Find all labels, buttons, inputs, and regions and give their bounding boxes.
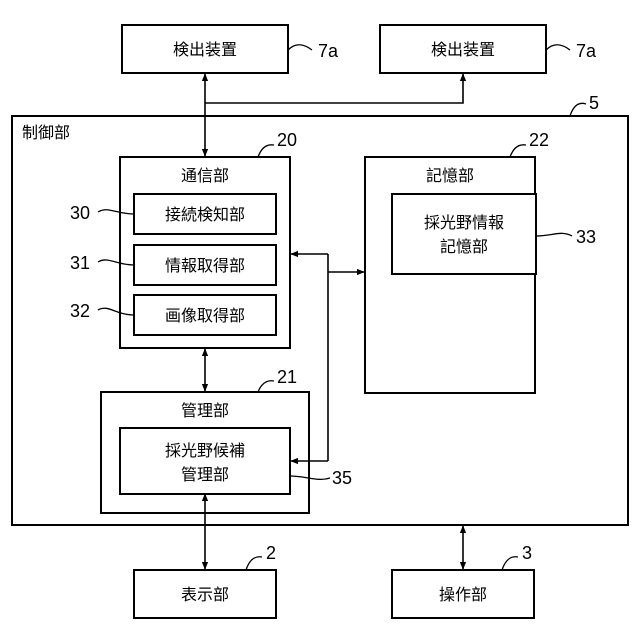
detector-right-label: 検出装置 bbox=[431, 40, 495, 59]
display-unit-ref: 2 bbox=[266, 543, 276, 563]
conn-detect-ref: 30 bbox=[70, 203, 90, 223]
display-unit-label: 表示部 bbox=[181, 585, 229, 604]
fov-info-storage-label-line2: 記憶部 bbox=[440, 237, 488, 256]
info-acquire-label: 情報取得部 bbox=[165, 256, 245, 275]
display-unit-leader bbox=[246, 557, 262, 570]
fov-candidate-mgmt-label-line1: 採光野候補 bbox=[165, 441, 245, 460]
detector-right-ref: 7a bbox=[576, 41, 597, 61]
image-acquire-label: 画像取得部 bbox=[165, 306, 245, 325]
storage-unit-ref: 22 bbox=[529, 130, 549, 150]
operation-unit-label: 操作部 bbox=[439, 585, 487, 604]
conn-detect-label: 接続検知部 bbox=[165, 205, 245, 224]
management-unit-label: 管理部 bbox=[181, 401, 229, 420]
detector-left-ref: 7a bbox=[318, 41, 339, 61]
comm-unit-ref: 20 bbox=[277, 130, 297, 150]
control-unit-label: 制御部 bbox=[22, 123, 70, 142]
fov-candidate-mgmt-ref: 35 bbox=[332, 468, 352, 488]
storage-unit-label: 記憶部 bbox=[426, 166, 474, 185]
control-unit-leader bbox=[570, 103, 586, 116]
info-acquire-ref: 31 bbox=[70, 253, 90, 273]
operation-unit-leader bbox=[502, 557, 518, 570]
detector-right-leader bbox=[546, 45, 570, 50]
fov-candidate-mgmt-box bbox=[120, 428, 290, 494]
management-unit-ref: 21 bbox=[277, 367, 297, 387]
detector-right-branch-arrow bbox=[205, 74, 463, 103]
fov-info-storage-ref: 33 bbox=[576, 227, 596, 247]
detector-left-leader bbox=[288, 45, 312, 50]
fov-info-storage-label-line1: 採光野情報 bbox=[424, 213, 504, 232]
image-acquire-ref: 32 bbox=[70, 301, 90, 321]
comm-unit-label: 通信部 bbox=[181, 166, 229, 185]
operation-unit-ref: 3 bbox=[522, 543, 532, 563]
control-unit-ref: 5 bbox=[589, 93, 599, 113]
fov-candidate-mgmt-label-line2: 管理部 bbox=[181, 465, 229, 484]
detector-left-label: 検出装置 bbox=[173, 40, 237, 59]
fov-info-storage-box bbox=[392, 194, 536, 274]
